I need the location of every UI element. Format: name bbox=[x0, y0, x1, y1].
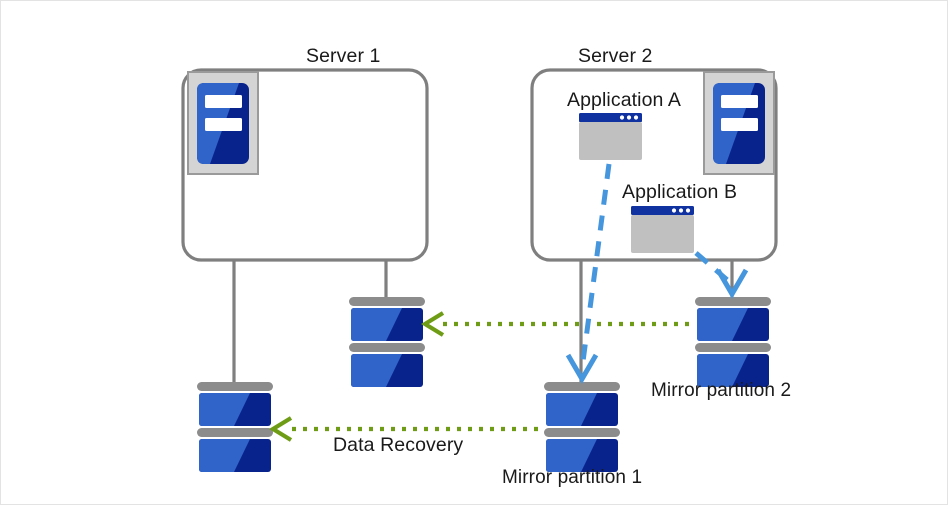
label-data-recovery: Data Recovery bbox=[333, 434, 464, 456]
blue-dashed-arrow-down bbox=[565, 163, 612, 384]
app-a-dot-2 bbox=[626, 115, 632, 120]
disk-platter-upper bbox=[199, 393, 271, 426]
green-dotted-arrow-left bbox=[420, 311, 689, 337]
app-a-write-head bbox=[565, 353, 599, 384]
disk-platter-lower-light bbox=[199, 439, 250, 472]
app-b-dot-1 bbox=[671, 208, 677, 213]
disk-cap-mid bbox=[349, 343, 425, 352]
green-dotted-arrow-left bbox=[268, 416, 538, 442]
disk-platter-lower bbox=[351, 354, 423, 387]
disk-platter-lower bbox=[199, 439, 271, 472]
disk-cap-mid bbox=[544, 428, 620, 437]
app-b-window-body bbox=[631, 215, 694, 253]
app-a-write-line bbox=[579, 163, 612, 370]
disk-cap-mid bbox=[197, 428, 273, 437]
application-window-icon bbox=[631, 206, 694, 253]
disk-cap-top bbox=[544, 382, 620, 391]
disk-platter-upper bbox=[351, 308, 423, 341]
server-tower-icon bbox=[187, 71, 259, 175]
app-a-window-body bbox=[579, 122, 642, 160]
app-b-titlebar-main bbox=[631, 206, 694, 215]
disk-platter-upper-light bbox=[697, 308, 748, 341]
disk-platter-upper-light bbox=[199, 393, 250, 426]
app-a-dot-3 bbox=[633, 115, 639, 120]
replication-arrow-top-head bbox=[420, 311, 445, 337]
disk-stack-icon bbox=[695, 297, 771, 387]
disk-stack-icon bbox=[544, 382, 620, 472]
app-b-dot-2 bbox=[678, 208, 684, 213]
disk-platter-upper bbox=[697, 308, 769, 341]
disk-platter-upper-light bbox=[546, 393, 597, 426]
server-tower-bar-top bbox=[205, 95, 242, 108]
app-a-dot-1 bbox=[619, 115, 625, 120]
disk-platter-lower-light bbox=[546, 439, 597, 472]
data-recovery-arrow-head bbox=[268, 416, 293, 442]
disk-cap-mid bbox=[695, 343, 771, 352]
server-tower-bar-top bbox=[721, 95, 758, 108]
server-tower-bar-bottom bbox=[205, 118, 242, 131]
page-title-server2: Server 2 bbox=[578, 45, 653, 67]
app-b-write-head bbox=[715, 268, 749, 299]
connector-lines bbox=[232, 259, 734, 382]
server-tower-bar-bottom bbox=[721, 118, 758, 131]
server-tower-icon bbox=[703, 71, 775, 175]
disk-platter-lower-light bbox=[351, 354, 402, 387]
disk-stack-icon bbox=[197, 382, 273, 472]
disk-platter-upper-light bbox=[351, 308, 402, 341]
disk-stack-icon bbox=[349, 297, 425, 387]
label-mirror-partition-2: Mirror partition 2 bbox=[651, 380, 792, 401]
page-title-server1: Server 1 bbox=[306, 45, 381, 67]
disk-platter-lower-light bbox=[697, 354, 748, 387]
disk-cap-top bbox=[695, 297, 771, 306]
disk-platter-lower bbox=[546, 439, 618, 472]
disk-cap-top bbox=[197, 382, 273, 391]
disk-cap-top bbox=[349, 297, 425, 306]
app-a-titlebar-main bbox=[579, 113, 642, 122]
label-mirror-partition-1: Mirror partition 1 bbox=[502, 467, 643, 488]
disk-platter-lower bbox=[697, 354, 769, 387]
app-b-dot-3 bbox=[685, 208, 691, 213]
label-application-b: Application B bbox=[622, 181, 738, 203]
blue-dashed-arrow-down bbox=[694, 251, 749, 299]
label-application-a: Application A bbox=[567, 89, 682, 111]
application-window-icon bbox=[579, 113, 642, 160]
disk-platter-upper bbox=[546, 393, 618, 426]
